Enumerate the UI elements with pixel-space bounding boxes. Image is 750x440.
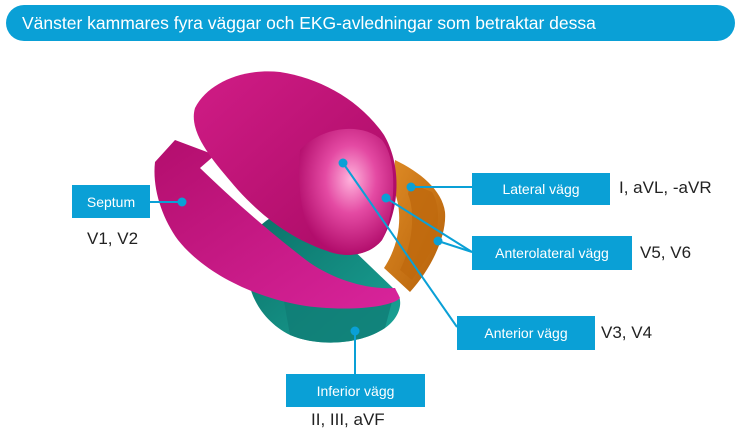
anterolateral-wall-leads: V5, V6: [640, 243, 692, 262]
lateral-wall-leads: I, aVL, -aVR: [619, 178, 712, 197]
lateral-wall-label: Lateral vägg: [472, 173, 610, 205]
septum-leads: V1, V2: [87, 229, 139, 248]
inferior-wall-leads: II, III, aVF: [311, 410, 385, 429]
anterior-wall-leads: V3, V4: [601, 323, 653, 342]
apex-highlight-shape: [299, 128, 394, 255]
anterolateral-wall-label: Anterolateral vägg: [472, 236, 632, 270]
inferior-wall-label: Inferior vägg: [286, 374, 425, 407]
septum-label: Septum: [72, 185, 150, 218]
anterior-wall-label: Anterior vägg: [457, 316, 595, 350]
title-bar: Vänster kammares fyra väggar och EKG-avl…: [6, 5, 735, 41]
septum-wall-shape: [154, 140, 400, 309]
